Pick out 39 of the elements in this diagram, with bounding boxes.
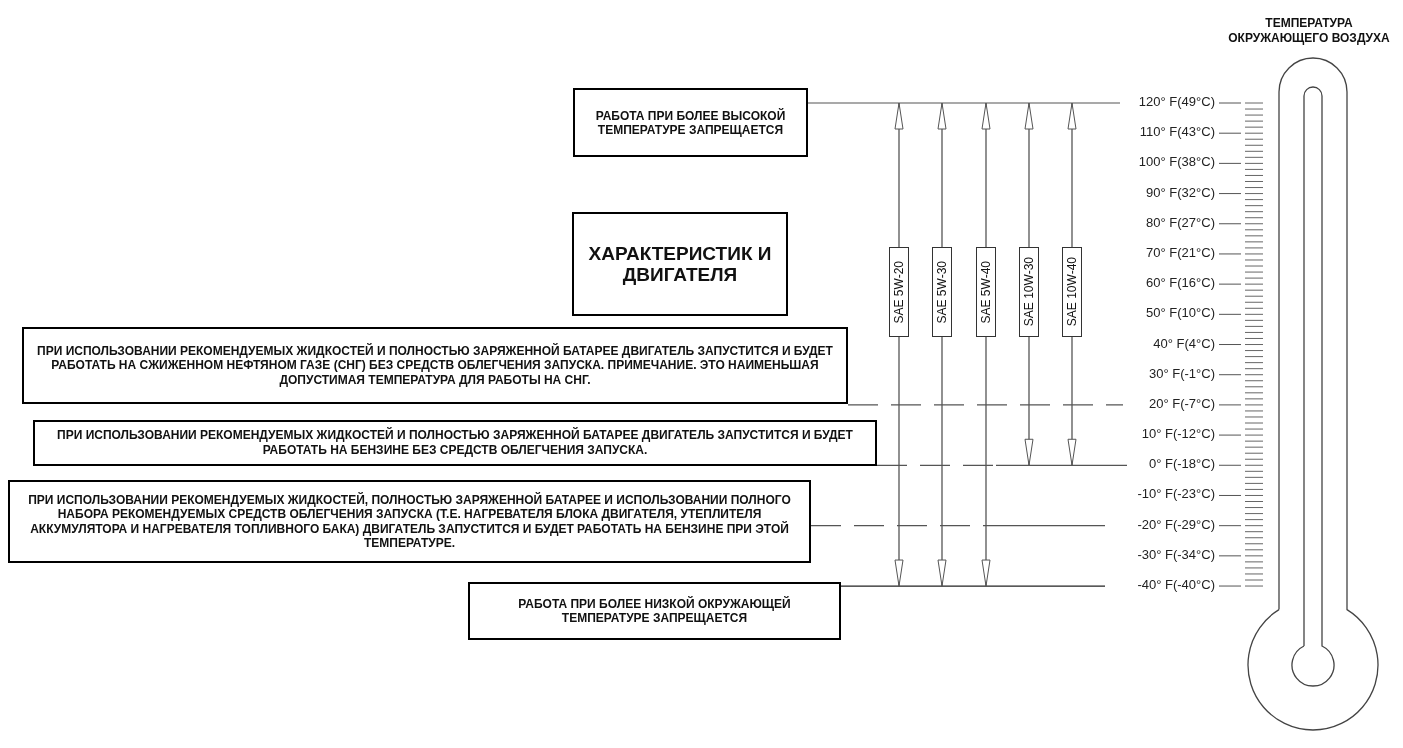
temperature-label: 50° F(10°C) [1146, 305, 1215, 321]
arrow [937, 336, 947, 587]
temperature-label: 100° F(38°C) [1138, 154, 1215, 170]
temperature-label: 110° F(43°C) [1139, 124, 1215, 140]
temperature-label: 70° F(21°C) [1146, 244, 1215, 260]
arrow [981, 336, 991, 587]
temperature-label: 120° F(49°C) [1138, 94, 1215, 109]
oil-grade-box: SAE 5W-40 [976, 247, 996, 337]
arrow [894, 336, 904, 587]
temperature-label: 30° F(-1°C) [1149, 365, 1215, 381]
temperature-label: -10° F(-23°C) [1137, 486, 1215, 502]
temperature-label: 80° F(27°C) [1146, 214, 1215, 230]
temperature-label: 10° F(-12°C) [1141, 426, 1215, 442]
arrow [894, 102, 904, 248]
arrow [1067, 102, 1077, 248]
arrow [1067, 336, 1077, 466]
temperature-label: -20° F(-29°C) [1137, 516, 1215, 532]
oil-grade-box: SAE 10W-40 [1062, 247, 1082, 337]
oil-grade-box: SAE 10W-30 [1019, 247, 1039, 337]
note-box: ПРИ ИСПОЛЬЗОВАНИИ РЕКОМЕНДУЕМЫХ ЖИДКОСТЕЙ И ПОЛНОСТЬЮ ЗАРЯЖЕННОЙ БАТАРЕЕ ДВИГАТЕЛЬ ЗАПУСТИТСЯ И БУДЕТ РАБОТАТЬ НА СЖИЖЕННОМ НЕФТЯНОМ ГАЗЕ (СНГ) БЕЗ СРЕДСТВ ОБЛЕГЧЕНИЯ ЗАПУСКА. ПРИМЕЧАНИЕ. ЭТО НАИМЕНЬШАЯ ДОПУСТИМАЯ ТЕМПЕРАТУРА ДЛЯ РАБОТЫ НА СНГ. [22, 327, 848, 404]
note-box: ПРИ ИСПОЛЬЗОВАНИИ РЕКОМЕНДУЕМЫХ ЖИДКОСТЕЙ, ПОЛНОСТЬЮ ЗАРЯЖЕННОЙ БАТАРЕЕ И ИСПОЛЬЗОВАНИИ ПОЛНОГО НАБОРА РЕКОМЕНДУЕМЫХ СРЕДСТВ ОБЛЕГЧЕНИЯ ЗАПУСКА (Т.Е. НАГРЕВАТЕЛЯ БЛОКА ДВИГАТЕЛЯ, УТЕПЛИТЕЛЯ АККУМУЛЯТОРА И НАГРЕВАТЕЛЯ ТОПЛИВНОГО БАКА) ДВИГАТЕЛЬ ЗАПУСТИТСЯ И БУДЕТ РАБОТАТЬ НА БЕНЗИНЕ ПРИ ЭТОЙ ТЕМПЕРАТУРЕ. [8, 480, 811, 563]
scale-title: ТЕМПЕРАТУРА ОКРУЖАЮЩЕГО ВОЗДУХА [1227, 16, 1391, 46]
note-box: РАБОТА ПРИ БОЛЕЕ НИЗКОЙ ОКРУЖАЮЩЕЙ ТЕМПЕРАТУРЕ ЗАПРЕЩАЕТСЯ [468, 582, 841, 640]
temperature-label: 60° F(16°C) [1146, 275, 1215, 291]
arrow [937, 102, 947, 248]
temperature-label: 40° F(4°C) [1153, 335, 1215, 351]
note-box: ХАРАКТЕРИСТИК И ДВИГАТЕЛЯ [572, 212, 788, 316]
temperature-label: 90° F(32°C) [1146, 184, 1215, 200]
oil-grade-box: SAE 5W-20 [889, 247, 909, 337]
arrow [1024, 336, 1034, 466]
temperature-label: -40° F(-40°C) [1137, 577, 1215, 593]
temperature-label: 0° F(-18°C) [1149, 456, 1215, 472]
arrow [1024, 102, 1034, 248]
note-box: ПРИ ИСПОЛЬЗОВАНИИ РЕКОМЕНДУЕМЫХ ЖИДКОСТЕЙ И ПОЛНОСТЬЮ ЗАРЯЖЕННОЙ БАТАРЕЕ ДВИГАТЕЛЬ ЗАПУСТИТСЯ И БУДЕТ РАБОТАТЬ НА БЕНЗИНЕ БЕЗ СРЕДСТВ ОБЛЕГЧЕНИЯ ЗАПУСКА. [33, 420, 877, 466]
temperature-label: -30° F(-34°C) [1137, 546, 1215, 562]
note-box: РАБОТА ПРИ БОЛЕЕ ВЫСОКОЙ ТЕМПЕРАТУРЕ ЗАПРЕЩАЕТСЯ [573, 88, 808, 157]
temperature-label: 20° F(-7°C) [1149, 395, 1215, 411]
arrow [981, 102, 991, 248]
oil-grade-box: SAE 5W-30 [932, 247, 952, 337]
